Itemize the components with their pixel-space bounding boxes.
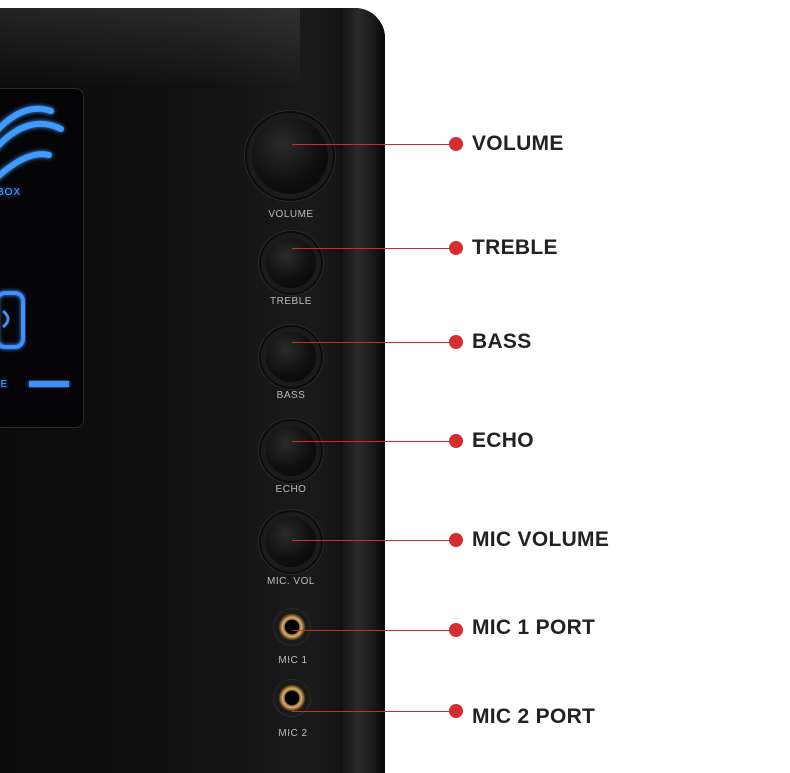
echo-callout-dot — [449, 434, 463, 448]
treble-panel-label: TREBLE — [270, 296, 312, 307]
bass-callout-dot — [449, 335, 463, 349]
mic-2-callout-dot — [449, 704, 463, 718]
volume-callout: VOLUME — [472, 132, 564, 155]
wifi-arcs-icon — [0, 105, 69, 387]
speaker-gloss — [0, 8, 300, 88]
bass-knob[interactable] — [266, 332, 316, 382]
bass-panel-label: BASS — [276, 390, 306, 401]
mic-1-leader-line — [292, 630, 456, 631]
mic-volume-callout: MIC VOLUME — [472, 528, 610, 551]
treble-callout-dot — [449, 241, 463, 255]
mic-2-leader-line — [292, 711, 456, 712]
mic-2-panel-label: MIC 2 — [278, 728, 308, 739]
volume-leader-line — [292, 144, 456, 145]
bass-callout: BASS — [472, 330, 532, 353]
echo-knob[interactable] — [266, 426, 316, 476]
echo-panel-label: ECHO — [275, 484, 307, 495]
mic-2-callout: MIC 2 PORT — [472, 705, 596, 728]
display-top-label: BOX — [0, 187, 22, 198]
mic-2-jack[interactable] — [278, 684, 306, 712]
treble-callout: TREBLE — [472, 236, 558, 259]
treble-knob[interactable] — [266, 238, 316, 288]
volume-callout-dot — [449, 137, 463, 151]
mic-1-panel-label: MIC 1 — [278, 655, 308, 666]
echo-callout: ECHO — [472, 429, 534, 452]
bass-leader-line — [292, 342, 456, 343]
volume-knob[interactable] — [252, 118, 328, 194]
mic-1-callout: MIC 1 PORT — [472, 616, 596, 639]
mic-volume-knob[interactable] — [266, 517, 316, 567]
mic-1-callout-dot — [449, 623, 463, 637]
mic-volume-panel-label: MIC. VOL — [267, 576, 315, 587]
echo-leader-line — [292, 441, 456, 442]
treble-leader-line — [292, 248, 456, 249]
mic-volume-leader-line — [292, 540, 456, 541]
mic-1-jack[interactable] — [278, 613, 306, 641]
volume-panel-label: VOLUME — [268, 209, 314, 220]
display-bottom-label: KE — [0, 379, 9, 390]
speaker-side-edge — [340, 8, 385, 773]
mic-volume-callout-dot — [449, 533, 463, 547]
led-display: BOX KE — [0, 88, 84, 428]
